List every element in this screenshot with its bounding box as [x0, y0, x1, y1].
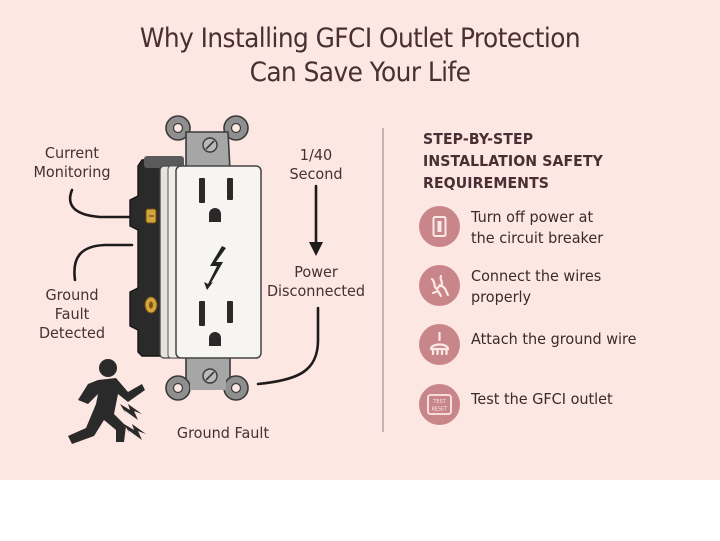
- test-reset-button-icon: TEST RESET: [419, 384, 460, 425]
- label-line: Detected: [38, 324, 106, 342]
- electric-shock-icon: [120, 404, 146, 440]
- page-title: Why Installing GFCI Outlet Protection Ca…: [29, 22, 691, 90]
- circuit-breaker-icon: [419, 206, 460, 247]
- power-disconnected-label: Power Disconnected: [264, 263, 368, 301]
- step-line: Attach the ground wire: [471, 330, 637, 348]
- step-text: Attach the ground wire: [471, 329, 636, 350]
- trip-time-label: 1/40 Second: [279, 146, 353, 184]
- gfci-diagram: [68, 115, 323, 444]
- top-mounting-bracket: [165, 115, 249, 171]
- step-text: Turn off power at the circuit breaker: [471, 207, 603, 249]
- step-item-1: Turn off power at the circuit breaker: [419, 206, 709, 250]
- title-line-2: Can Save Your Life: [249, 57, 471, 88]
- ground-wire-icon: [419, 324, 460, 365]
- wires-icon: [419, 265, 460, 306]
- step-text: Connect the wires properly: [471, 266, 601, 308]
- gfci-outlet-icon: [129, 156, 262, 359]
- step-item-4: TEST RESET Test the GFCI outlet: [419, 384, 709, 428]
- label-line: Power: [294, 263, 338, 281]
- step-item-2: Connect the wires properly: [419, 265, 709, 309]
- step-item-3: Attach the ground wire: [419, 324, 709, 368]
- step-line: Connect the wires: [471, 267, 602, 285]
- step-line: the circuit breaker: [471, 229, 604, 247]
- step-line: properly: [471, 288, 532, 306]
- infographic-panel: [0, 0, 720, 480]
- lightning-bolt-icon: [204, 246, 226, 290]
- label-line: Disconnected: [266, 282, 366, 300]
- heading-line: INSTALLATION SAFETY: [423, 152, 603, 170]
- steps-heading: STEP-BY-STEP INSTALLATION SAFETY REQUIRE…: [423, 128, 603, 194]
- current-monitoring-label: Current Monitoring: [26, 144, 119, 182]
- step-text: Test the GFCI outlet: [471, 389, 613, 410]
- running-person-icon: [68, 359, 145, 444]
- label-line: Second: [289, 165, 343, 183]
- ground-fault-label: Ground Fault: [176, 424, 270, 442]
- label-line: Current: [44, 144, 100, 162]
- svg-text:RESET: RESET: [432, 407, 448, 413]
- step-line: Test the GFCI outlet: [471, 390, 613, 408]
- heading-line: REQUIREMENTS: [423, 174, 550, 192]
- connector-lines: [68, 184, 320, 386]
- svg-text:TEST: TEST: [433, 399, 446, 405]
- section-divider: [382, 128, 384, 432]
- down-arrow-icon: [309, 242, 323, 256]
- label-line: 1/40: [299, 146, 333, 164]
- power-disconnected-leader: [256, 306, 320, 386]
- current-monitoring-leader: [68, 188, 147, 219]
- ground-fault-leader: [73, 243, 134, 282]
- step-line: Turn off power at: [471, 208, 594, 226]
- ground-fault-detected-label: Ground Fault Detected: [26, 286, 119, 343]
- label-line: Fault: [54, 305, 90, 323]
- title-line-1: Why Installing GFCI Outlet Protection: [139, 23, 581, 54]
- label-line: Monitoring: [33, 163, 111, 181]
- heading-line: STEP-BY-STEP: [423, 130, 534, 148]
- label-line: Ground: [45, 286, 99, 304]
